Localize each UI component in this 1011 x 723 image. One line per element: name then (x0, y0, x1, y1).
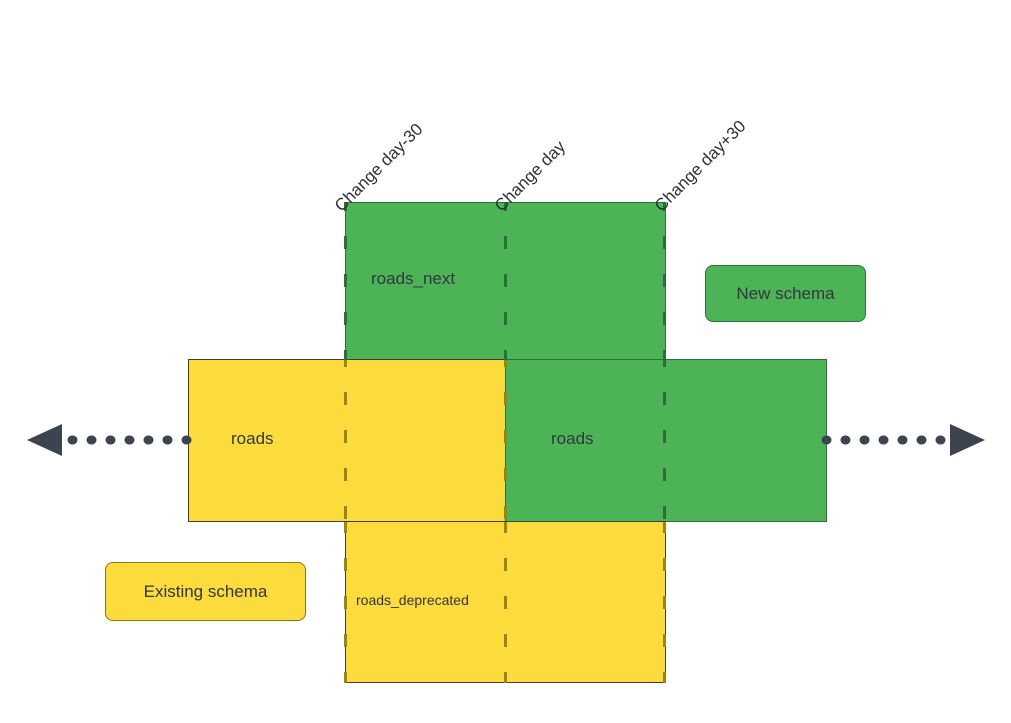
marker-label-change-day-plus-30: Change day+30 (650, 116, 750, 216)
block-roads-new-label: roads (551, 429, 594, 448)
axis-arrow-right (821, 424, 985, 456)
block-roads-deprecated-label: roads_deprecated (356, 592, 469, 608)
block-roads-existing[interactable] (188, 359, 506, 522)
legend-new-schema[interactable]: New schema (705, 265, 866, 322)
legend-existing-schema-label: Existing schema (143, 581, 268, 601)
legend-existing-schema[interactable]: Existing schema (105, 562, 306, 621)
legend-new-schema-label: New schema (736, 283, 835, 303)
block-roads-existing-label: roads (231, 429, 274, 448)
block-roads-next-label: roads_next (371, 269, 456, 288)
axis-arrow-left (27, 424, 195, 456)
block-roads-new[interactable] (505, 359, 827, 522)
